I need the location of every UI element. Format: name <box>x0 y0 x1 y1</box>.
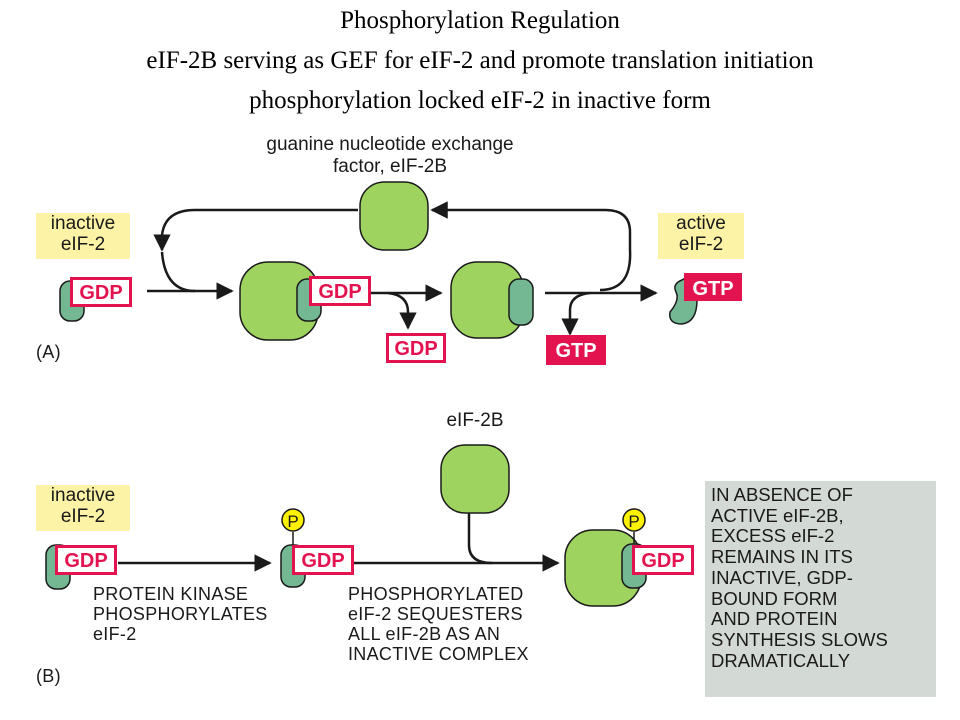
phosphate-label-1: P <box>287 512 298 531</box>
gtp-tag-incoming: GTP <box>546 335 606 365</box>
title-line-2: eIF-2B serving as GEF for eIF-2 and prom… <box>146 47 814 74</box>
sequester-caption: PHOSPHORYLATED eIF-2 SEQUESTERS ALL eIF-… <box>348 584 529 664</box>
title-line-1: Phosphorylation Regulation <box>340 7 620 34</box>
recycle-arrow-top-right <box>430 201 632 292</box>
arrow-gdp-release <box>387 291 417 330</box>
phosphate-label-2: P <box>628 512 639 531</box>
kinase-caption: PROTEIN KINASE PHOSPHORYLATES eIF-2 <box>93 584 268 644</box>
arrow-eif2b-binding <box>467 513 493 565</box>
inactive-eif2-label-b: inactive eIF-2 <box>36 485 130 531</box>
arrow-a-join <box>160 251 196 293</box>
gdp-tag-b-phospho: GDP <box>292 545 354 575</box>
panel-a-label: (A) <box>36 342 61 362</box>
eif2b-label-b: eIF-2B <box>446 410 504 431</box>
gef-label-line-2: factor, eIF-2B <box>332 156 448 177</box>
phosphate-circle-1 <box>281 508 305 532</box>
eif2-complex-2 <box>508 278 534 326</box>
gef-label-line-1: guanine nucleotide exchange <box>266 134 514 155</box>
title-line-3: phosphorylation locked eIF-2 in inactive… <box>249 87 711 114</box>
absence-note-box: IN ABSENCE OF ACTIVE eIF-2B, EXCESS eIF-… <box>705 481 936 697</box>
gdp-tag-b-inactive: GDP <box>55 545 117 575</box>
eif2b-gef-shape <box>359 181 429 251</box>
panel-b-label: (B) <box>36 666 61 686</box>
recycle-arrow-top-left <box>153 208 358 252</box>
inactive-eif2-label-a: inactive eIF-2 <box>36 213 130 259</box>
gdp-tag-released: GDP <box>386 333 446 363</box>
gdp-tag-inactive: GDP <box>70 277 132 307</box>
eif2b-free-shape <box>440 444 510 514</box>
phosphate-circle-2 <box>622 508 646 532</box>
active-eif2-label: active eIF-2 <box>658 213 744 259</box>
gdp-tag-complex: GDP <box>309 276 371 306</box>
arrow-gtp-binding <box>561 291 591 336</box>
gdp-tag-b-sequestered: GDP <box>632 545 694 575</box>
gtp-tag-active: GTP <box>684 273 742 301</box>
